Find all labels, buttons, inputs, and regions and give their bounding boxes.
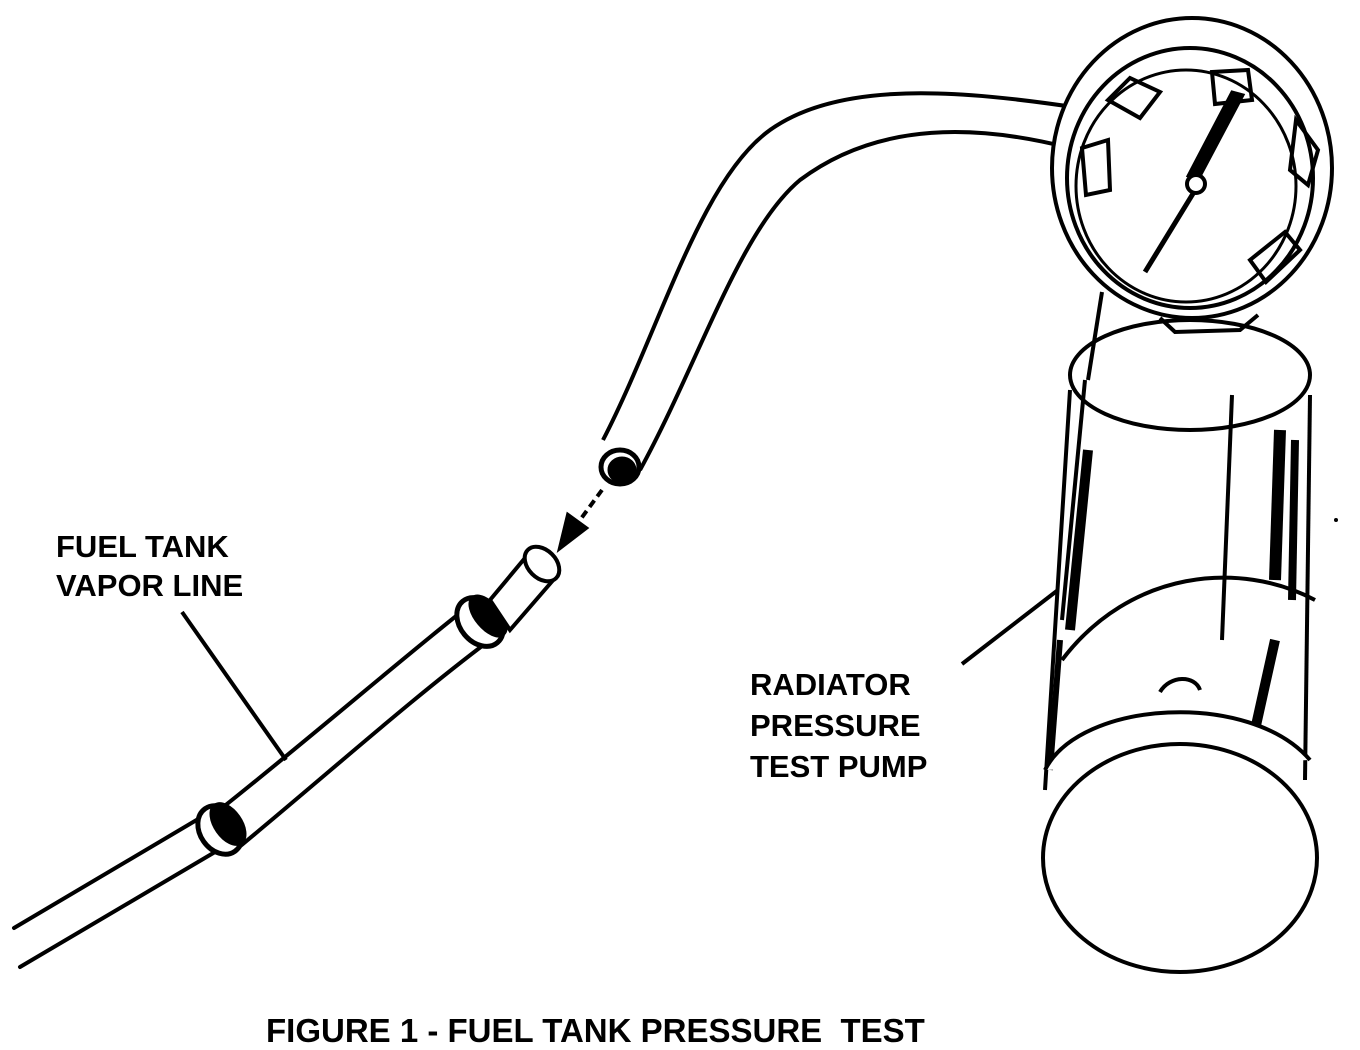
stray-dot [1334, 518, 1338, 522]
label-line: RADIATOR [750, 667, 911, 702]
label-line: TEST PUMP [750, 749, 927, 784]
label-line: PRESSURE [750, 708, 921, 743]
connection-arrow [556, 488, 604, 554]
label-line: FUEL TANK [56, 529, 229, 564]
pump-hose-end [598, 447, 642, 487]
hose-clamp-lower [195, 802, 247, 857]
test-pump-leader [960, 588, 1060, 666]
pump-hose [601, 91, 1081, 471]
label-fuel-tank-vapor-line: FUEL TANK VAPOR LINE [56, 529, 243, 603]
label-radiator-pressure-test-pump: RADIATOR PRESSURE TEST PUMP [750, 667, 929, 784]
gauge-scale-marks [1079, 67, 1321, 286]
gauge-needle [1142, 90, 1246, 274]
leader-lines [180, 588, 1060, 762]
vapor-line-fitting [487, 544, 562, 634]
pump-cylinder [1043, 318, 1316, 791]
vapor-line-leader [180, 610, 288, 762]
vapor-line [12, 603, 492, 969]
pump-end-cap [1041, 710, 1319, 974]
gauge-neck [1086, 291, 1260, 381]
label-line: VAPOR LINE [56, 568, 243, 603]
figure-caption: FIGURE 1 - FUEL TANK PRESSURE TEST [266, 1012, 925, 1049]
